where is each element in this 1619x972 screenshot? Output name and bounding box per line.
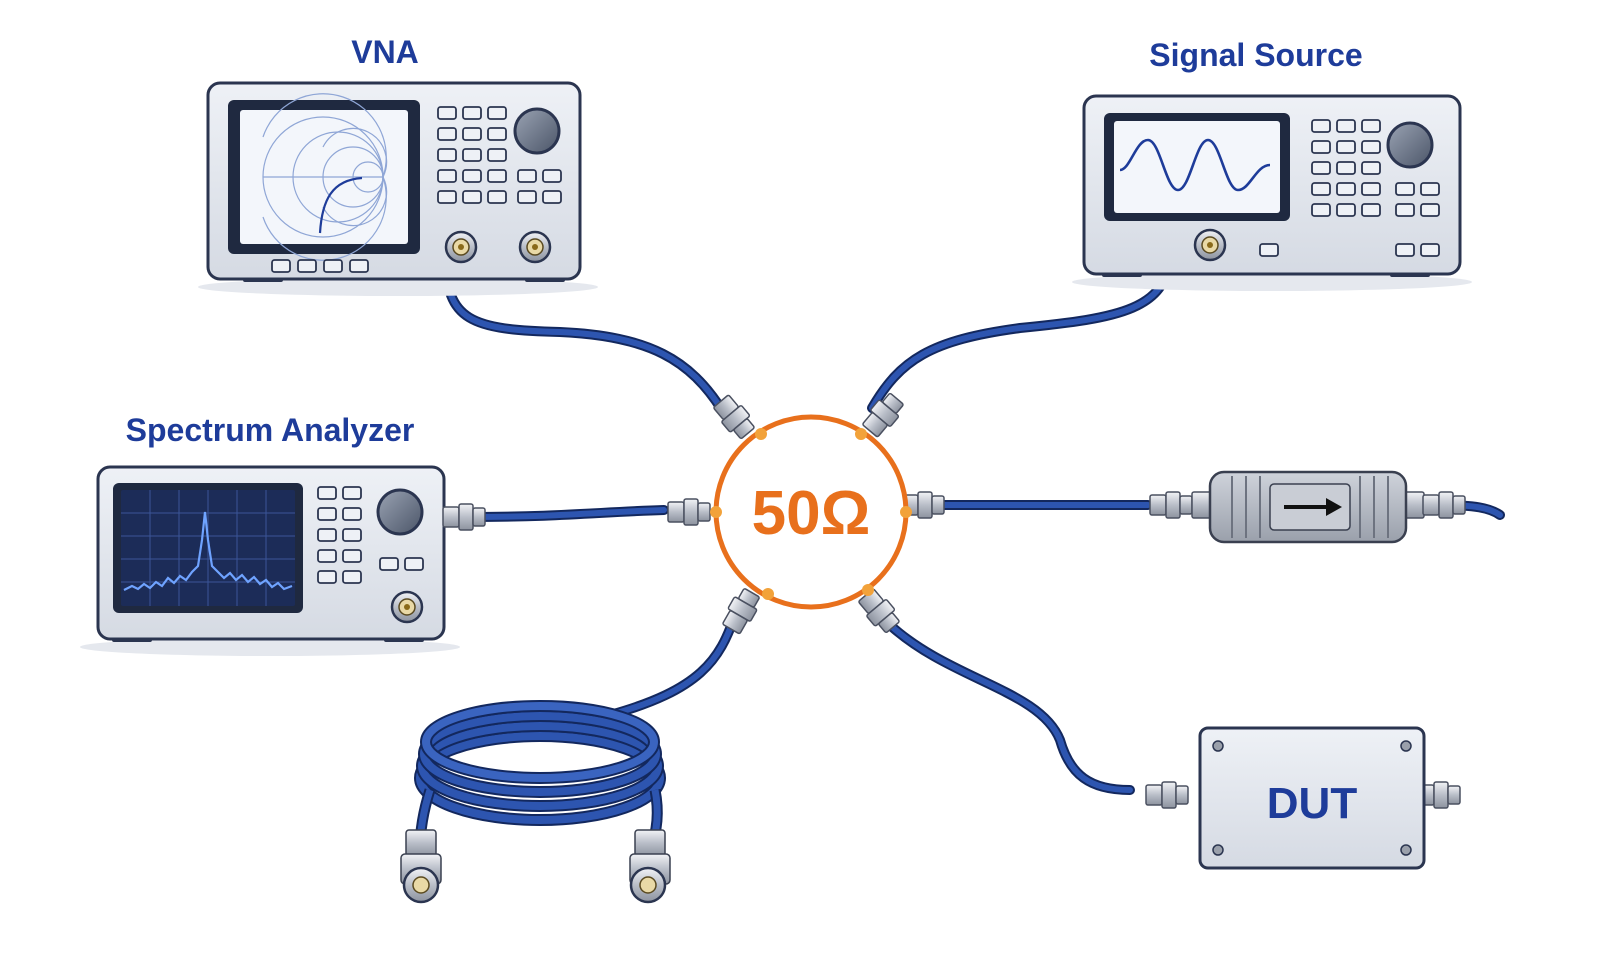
vna-instrument bbox=[198, 81, 598, 296]
cable-hub-to-dut bbox=[885, 620, 1135, 795]
spectrum-analyzer-instrument bbox=[80, 465, 486, 656]
coil-end-connector-left bbox=[400, 829, 442, 904]
source-knob bbox=[1386, 121, 1434, 169]
dut-component: DUT bbox=[1145, 726, 1461, 870]
cable-vna-to-hub bbox=[441, 253, 727, 415]
impedance-hub: 50Ω bbox=[710, 414, 912, 610]
hub-impedance-label: 50Ω bbox=[752, 479, 871, 548]
coiled-cable-icon bbox=[400, 700, 671, 904]
cable-analyzer-to-hub bbox=[465, 505, 669, 522]
hub-connector-analyzer bbox=[667, 498, 711, 526]
spectrum-peak-icon bbox=[123, 511, 293, 591]
analyzer-knob bbox=[376, 488, 424, 536]
vna-knob bbox=[513, 107, 561, 155]
vna-port-2 bbox=[518, 230, 552, 264]
signal-source-label: Signal Source bbox=[1149, 37, 1362, 73]
dut-label: DUT bbox=[1267, 779, 1358, 828]
signal-source-instrument bbox=[1072, 94, 1472, 291]
cable-hub-to-coil bbox=[605, 610, 740, 720]
cable-source-to-hub bbox=[867, 245, 1175, 413]
vna-label: VNA bbox=[351, 34, 419, 70]
source-port bbox=[1193, 228, 1227, 262]
smith-chart-icon bbox=[262, 93, 388, 261]
coil-end-connector-right bbox=[629, 829, 671, 904]
analyzer-port bbox=[390, 590, 424, 624]
arrow-right-icon bbox=[1284, 498, 1342, 516]
analyzer-side-connector bbox=[442, 503, 486, 531]
sine-wave-icon bbox=[1119, 138, 1271, 192]
isolator-component bbox=[1149, 470, 1466, 544]
vna-port-1 bbox=[444, 230, 478, 264]
spectrum-analyzer-label: Spectrum Analyzer bbox=[126, 412, 415, 448]
